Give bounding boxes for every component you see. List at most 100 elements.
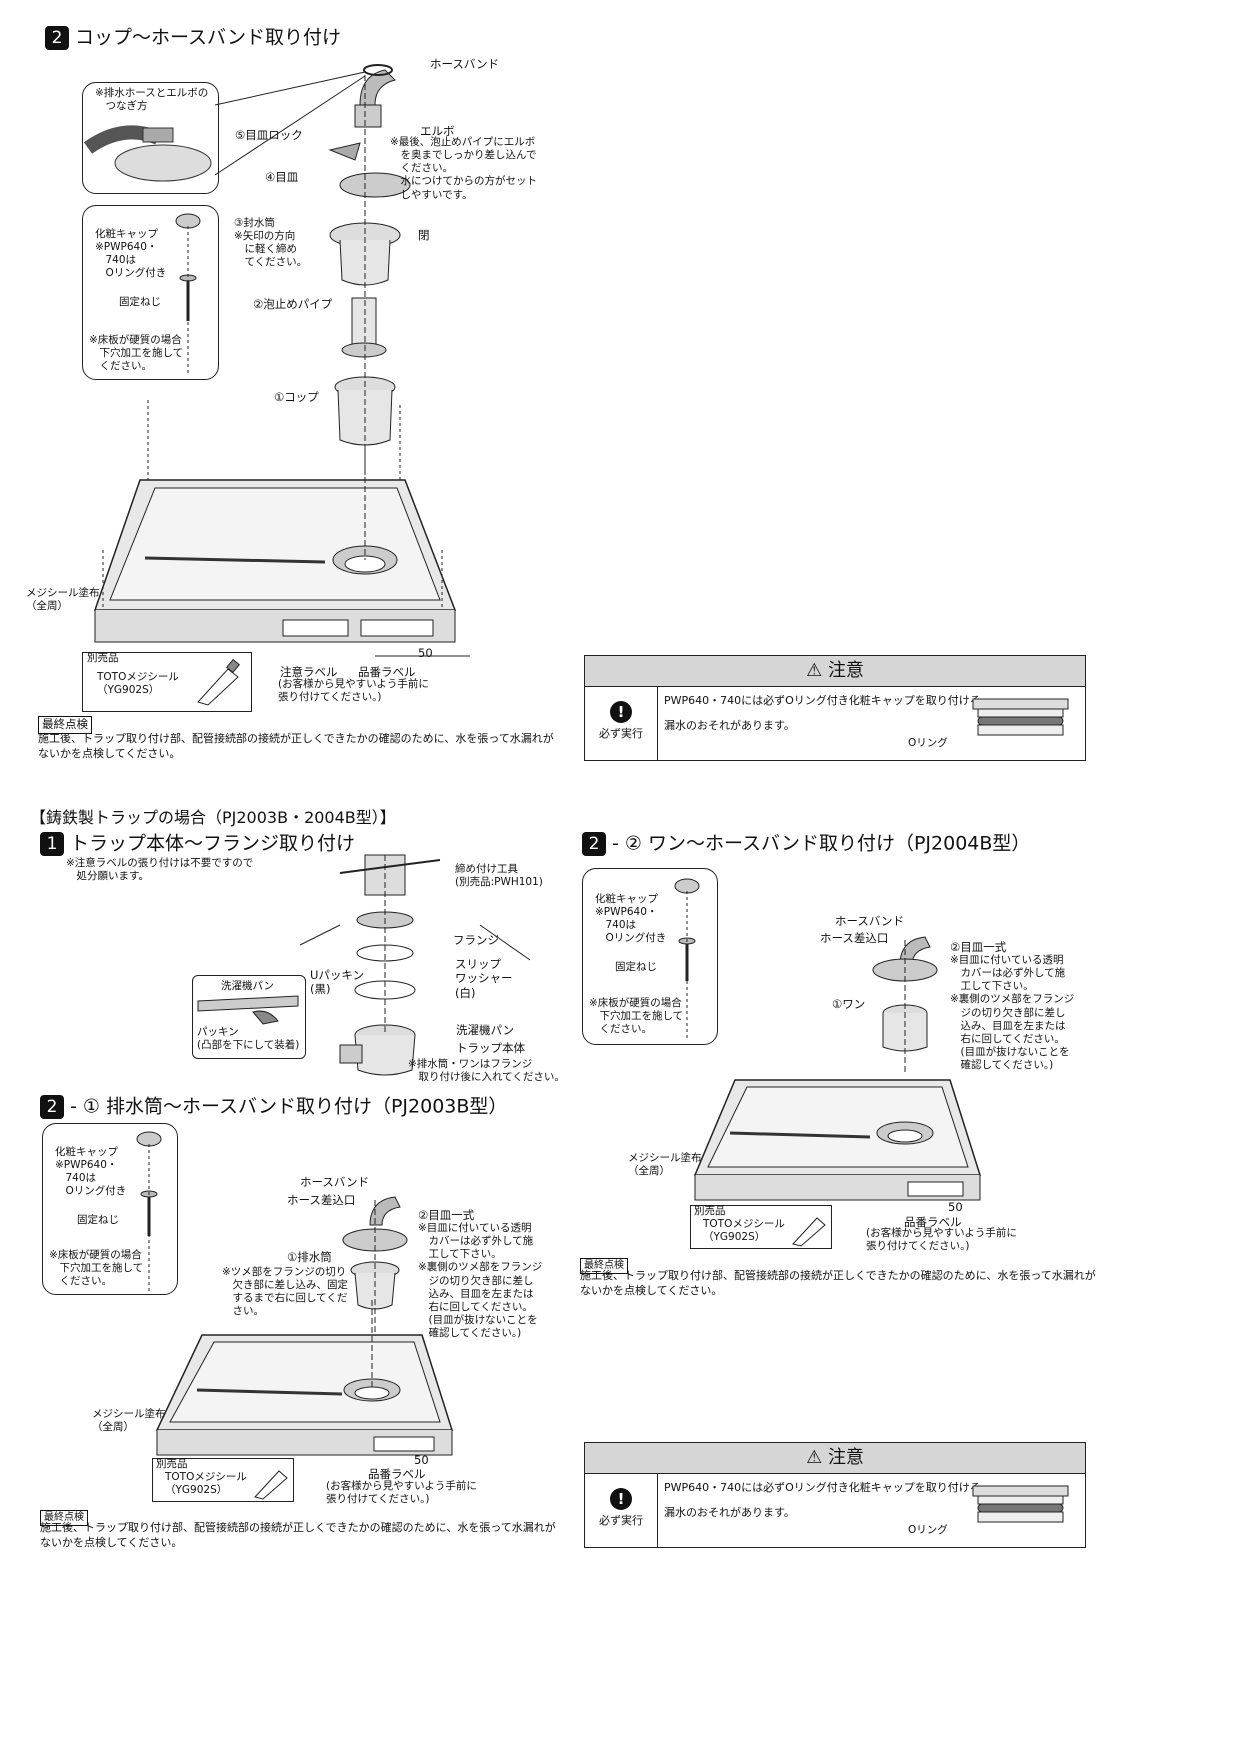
o-ring-cap-illustration <box>972 698 1069 736</box>
dimension-50: 50 <box>418 646 433 660</box>
step-number: 2 <box>40 1095 64 1119</box>
caution-header: ⚠ 注意 <box>585 1443 1085 1474</box>
note-trap: ※排水筒・ワンはフランジ 取り付け後に入れてください。 <box>408 1058 565 1084</box>
warning-triangle-icon: ⚠ <box>806 1447 823 1468</box>
cap-screw-callout: 化粧キャップ ※PWP640・ 740は Oリング付き 固定ねじ ※床板が硬質の… <box>82 205 219 380</box>
label-mejiseal: メジシール塗布 （全周） <box>92 1408 166 1434</box>
mandatory-action: ! 必ず実行 <box>585 687 658 760</box>
dimension-50: 50 <box>948 1200 963 1214</box>
warning-triangle-icon: ⚠ <box>806 660 823 681</box>
trap-exploded-illustration <box>328 64 411 475</box>
o-ring-cap-illustration <box>972 1485 1069 1523</box>
label-plate: ④目皿 <box>265 170 299 184</box>
caution-line1: PWP640・740には必ずOリング付き化粧キャップを取り付ける <box>664 694 981 707</box>
hose-connection-illustration <box>83 125 212 182</box>
note-elbow: ※最後、泡止めパイプにエルボ を奥までしっかり差し込んで ください。 水につけて… <box>390 136 537 201</box>
callout-pointer-lines <box>214 71 366 176</box>
callout-cap-text: 化粧キャップ ※PWP640・ 740は Oリング付き <box>95 228 167 280</box>
packing-detail-box: 洗濯機パン パッキン (凸部を下にして装着) <box>192 975 306 1059</box>
label-seal-cylinder: ③封水筒 ※矢印の方向 に軽く締め てください。 <box>234 217 308 269</box>
label-cup: ①コップ <box>274 390 319 404</box>
sold-separately-box: 別売品 TOTOメジシール （YG902S） <box>82 652 252 712</box>
label-u-packing: Uパッキン (黒) <box>310 968 365 997</box>
sold-separately-label: 別売品 <box>694 1205 726 1217</box>
drain-elbow-illustration <box>342 1196 408 1335</box>
label-tool: 締め付け工具 (別売品:PWH101) <box>455 863 543 889</box>
label-close: 閉 <box>418 228 430 242</box>
cast-iron-heading: 【鋳鉄製トラップの場合（PJ2003B・2004B型）】 <box>30 808 396 827</box>
label-washing-pan: 洗濯機パン <box>221 980 275 992</box>
cap-screw-callout-2: 化粧キャップ ※PWP640・ 740は Oリング付き 固定ねじ ※床板が硬質の… <box>42 1123 178 1295</box>
label-mejiseal: メジシール塗布 （全周） <box>628 1152 702 1178</box>
cap-screw-illustration <box>674 878 700 1041</box>
final-check-text: 施工後、トラップ取り付け部、配管接続部の接続が正しくできたかの確認のために、水を… <box>40 1521 556 1549</box>
cap-screw-illustration <box>136 1131 162 1292</box>
label-plate-set: ②目皿一式 <box>950 940 1007 954</box>
note-hard-floor: ※床板が硬質の場合 下穴加工を施して ください。 <box>89 334 184 373</box>
callout-hose-text: ※排水ホースとエルボの つなぎ方 <box>95 87 209 113</box>
label-slip-washer: スリップ ワッシャー (白) <box>455 957 513 1000</box>
final-check-label: 最終点検 <box>38 713 92 734</box>
label-part-number: 品番ラベル <box>358 665 416 679</box>
label-mejiseal: メジシール塗布 （全周） <box>26 587 100 613</box>
label-caution: 注意ラベル <box>280 665 338 679</box>
dimension-50: 50 <box>414 1453 429 1467</box>
label-plate-set: ②目皿一式 <box>418 1208 475 1222</box>
label-hose-inlet: ホース差込口 <box>820 931 889 945</box>
label-part-number: 品番ラベル <box>368 1467 426 1481</box>
exclamation-icon: ! <box>610 1488 632 1510</box>
cap-screw-illustration <box>175 213 201 376</box>
label-fixing-screw: 固定ねじ <box>77 1214 119 1226</box>
cap-screw-callout-3: 化粧キャップ ※PWP640・ 740は Oリング付き 固定ねじ ※床板が硬質の… <box>582 868 718 1045</box>
caution-box-2: ⚠ 注意 ! 必ず実行 PWP640・740には必ずOリング付き化粧キャップを取… <box>584 1442 1086 1548</box>
label-foam-pipe: ②泡止めパイプ <box>253 297 333 311</box>
sealant-tube-icon <box>197 658 240 706</box>
packing-detail-illustration <box>197 995 299 1025</box>
product-name: TOTOメジシール （YG902S） <box>703 1218 785 1244</box>
o-ring-label: Oリング <box>908 737 948 749</box>
note-hard-floor: ※床板が硬質の場合 下穴加工を施して ください。 <box>589 997 684 1036</box>
label-hoseband: ホースバンド <box>835 914 904 928</box>
caution-line1: PWP640・740には必ずOリング付き化粧キャップを取り付ける <box>664 1481 981 1494</box>
flange-assembly-illustration <box>299 854 531 1076</box>
final-check-label: 最終点検 <box>40 1505 88 1526</box>
label-hose-inlet: ホース差込口 <box>287 1193 356 1207</box>
product-name: TOTOメジシール （YG902S） <box>97 671 179 697</box>
sold-separately-box: 別売品 TOTOメジシール （YG902S） <box>152 1458 294 1502</box>
callout-cap-text: 化粧キャップ ※PWP640・ 740は Oリング付き <box>595 893 667 945</box>
sold-separately-label: 別売品 <box>87 652 119 664</box>
sealant-tube-icon <box>254 1470 288 1500</box>
label-fixing-screw: 固定ねじ <box>615 961 657 973</box>
section4-title: 2- ② ワン〜ホースバンド取り付け（PJ2004B型） <box>582 832 1030 856</box>
label-flange: フランジ <box>453 933 499 947</box>
label-trap-body: トラップ本体 <box>456 1041 525 1055</box>
label-elbow: エルボ <box>420 124 455 138</box>
label-wan: ①ワン <box>832 997 866 1011</box>
caution-header: ⚠ 注意 <box>585 656 1085 687</box>
final-check-label: 最終点検 <box>580 1253 628 1274</box>
label-part-number: 品番ラベル <box>904 1215 962 1229</box>
caution-box: ⚠ 注意 ! 必ず実行 PWP640・740には必ずOリング付き化粧キャップを取… <box>584 655 1086 761</box>
washing-pan-illustration-2 <box>155 1300 454 1456</box>
label-washing-pan-2: 洗濯機パン <box>456 1023 515 1037</box>
step-number: 2 <box>45 26 69 50</box>
wan-elbow-illustration <box>872 936 938 1075</box>
product-name: TOTOメジシール （YG902S） <box>165 1471 247 1497</box>
label-drain-tube: ①排水筒 <box>287 1250 332 1264</box>
note-drain-tube: ※ツメ部をフランジの切り 欠き部に差し込み、固定 するまで右に回してくだ さい。 <box>222 1266 348 1318</box>
label-hoseband: ホースバンド <box>300 1175 369 1189</box>
washing-pan-illustration-3 <box>693 1079 982 1201</box>
exclamation-icon: ! <box>610 701 632 723</box>
sold-separately-label: 別売品 <box>156 1458 188 1470</box>
note-plate-set: ※目皿に付いている透明 カバーは必ず外して施 工して下さい。 ※裏側のツメ部をフ… <box>950 954 1075 1071</box>
label-fixing-screw: 固定ねじ <box>119 296 161 308</box>
washing-pan-illustration <box>93 400 470 657</box>
final-check-text: 施工後、トラップ取り付け部、配管接続部の接続が正しくできたかの確認のために、水を… <box>38 732 554 760</box>
note-hard-floor: ※床板が硬質の場合 下穴加工を施して ください。 <box>49 1249 144 1288</box>
note-caution-label: ※注意ラベルの張り付けは不要ですので 処分願います。 <box>66 857 254 883</box>
step-number: 2 <box>582 832 606 856</box>
section3-title: 2- ① 排水筒〜ホースバンド取り付け（PJ2003B型） <box>40 1095 507 1119</box>
note-label-paste: (お客様から見やすいよう手前に 張り付けてください。) <box>326 1480 477 1506</box>
sealant-tube-icon <box>792 1217 826 1247</box>
